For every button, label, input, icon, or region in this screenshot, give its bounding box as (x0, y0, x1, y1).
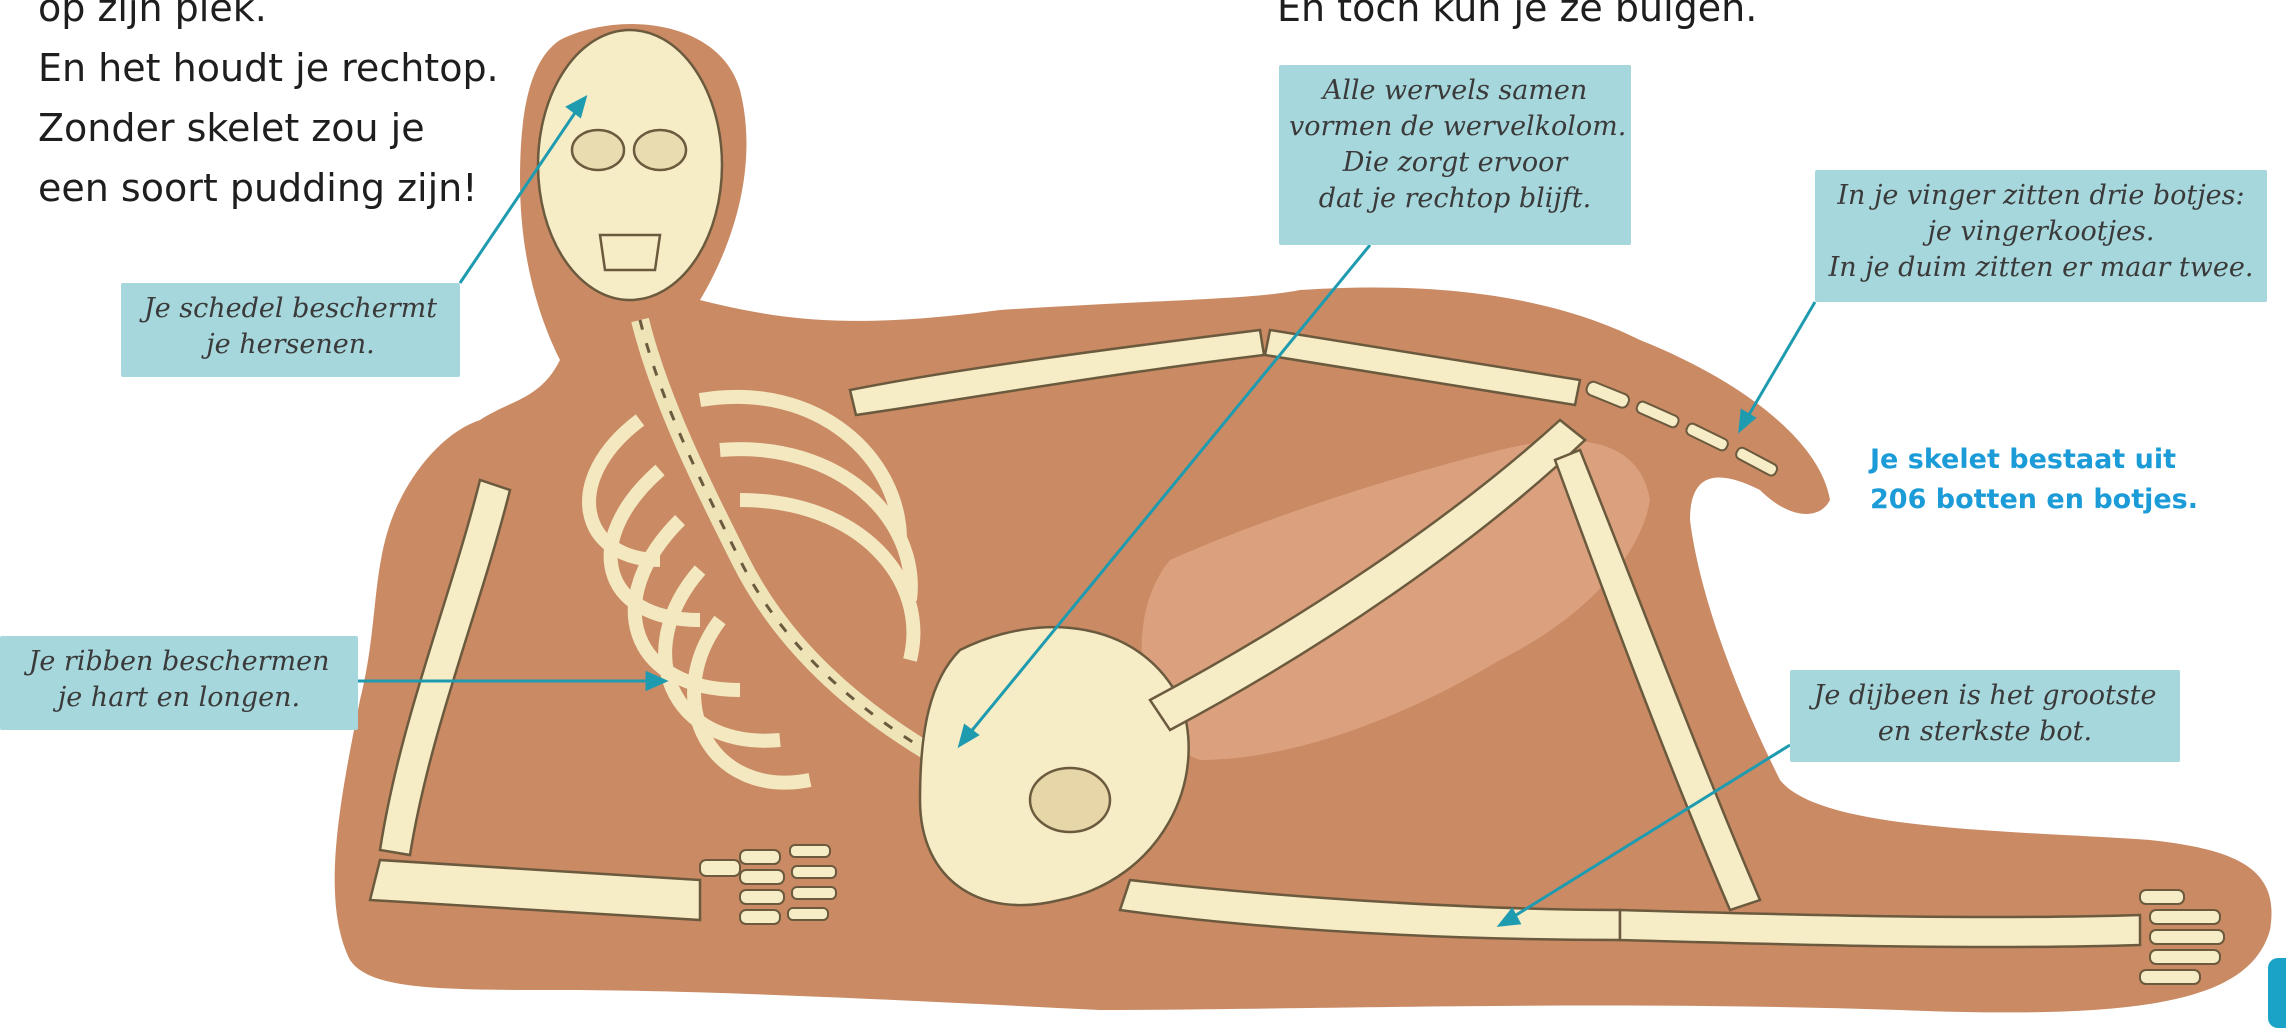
skull-label: Je schedel beschermt je hersenen. (121, 283, 460, 377)
fact-line: 206 botten en botjes. (1870, 480, 2160, 520)
finger-pointer (1740, 302, 1815, 430)
finger-label: In je vinger zitten drie botjes: je ving… (1815, 170, 2267, 302)
spine-label-line: vormen de wervelkolom. (1289, 109, 1621, 145)
femur-label: Je dijbeen is het grootste en sterkste b… (1790, 670, 2180, 762)
femur-label-line: en sterkste bot. (1800, 714, 2170, 750)
spine-label-line: Alle wervels samen (1289, 73, 1621, 109)
spine-label: Alle wervels samen vormen de wervelkolom… (1279, 65, 1631, 245)
spine-label-line: dat je rechtop blijft. (1289, 181, 1621, 217)
page-edge-tab (2268, 958, 2286, 1028)
ribs-label: Je ribben beschermen je hart en longen. (0, 636, 358, 730)
finger-label-line: je vingerkootjes. (1825, 214, 2257, 250)
finger-label-line: In je vinger zitten drie botjes: (1825, 178, 2257, 214)
ribs-label-line: Je ribben beschermen (10, 644, 348, 680)
shin-bone (1620, 910, 2140, 947)
spine-label-line: Die zorgt ervoor (1289, 145, 1621, 181)
fact-line: Je skelet bestaat uit (1870, 440, 2160, 480)
skull-label-line: je hersenen. (131, 327, 450, 363)
ribs-label-line: je hart en longen. (10, 680, 348, 716)
finger-label-line: In je duim zitten er maar twee. (1825, 250, 2257, 286)
skull-label-line: Je schedel beschermt (131, 291, 450, 327)
femur-label-line: Je dijbeen is het grootste (1800, 678, 2170, 714)
bone-count-fact: Je skelet bestaat uit 206 botten en botj… (1870, 440, 2160, 520)
